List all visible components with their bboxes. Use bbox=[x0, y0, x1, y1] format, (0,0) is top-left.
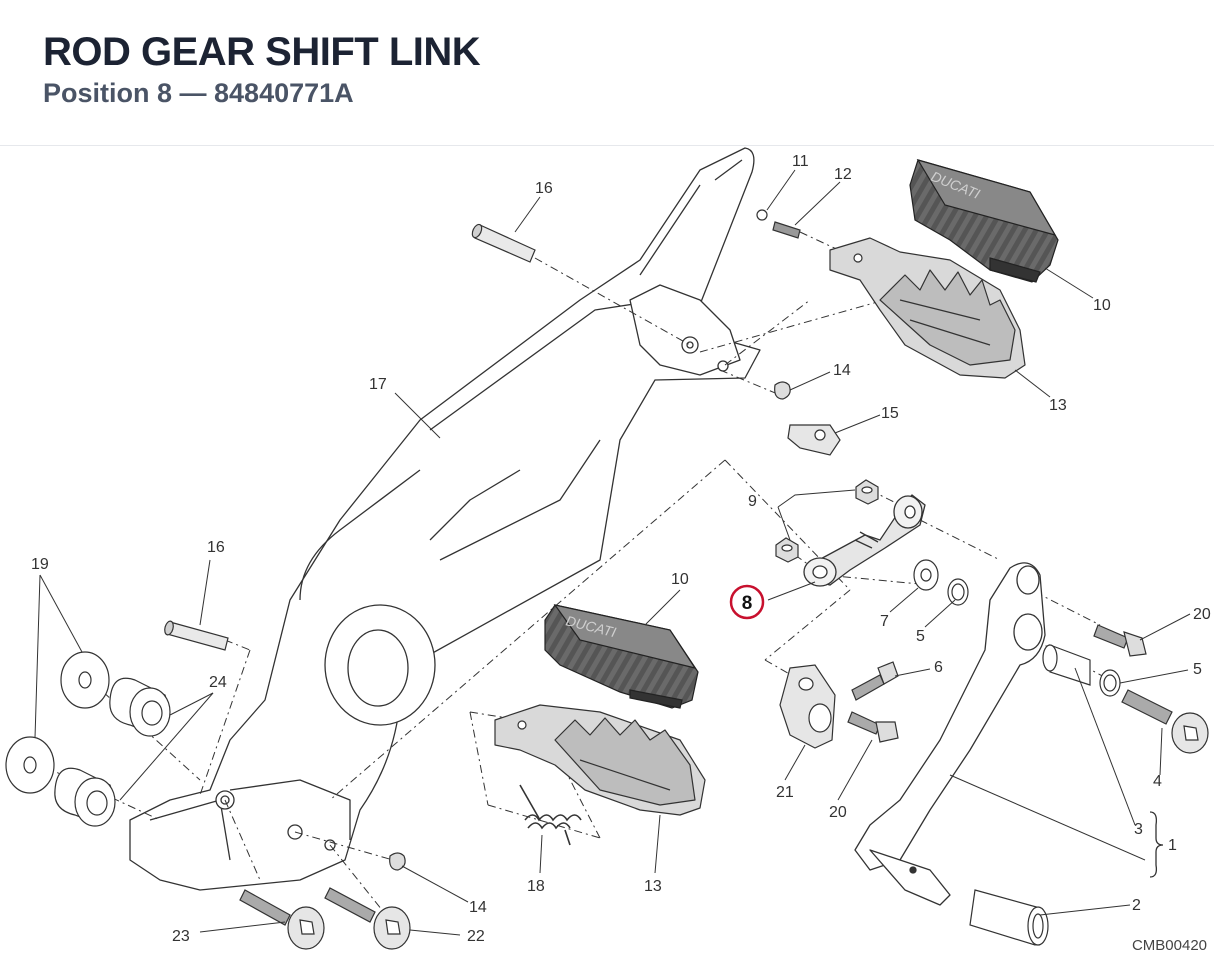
part-labels: 1 2 3 4 5 5 6 7 9 10 10 11 12 13 13 14 1… bbox=[31, 153, 1211, 945]
footpeg-rubber-lower: DUCATI bbox=[544, 604, 699, 709]
leader-lines bbox=[34, 169, 1191, 936]
label-12: 12 bbox=[834, 166, 852, 183]
footpeg-upper bbox=[829, 237, 1026, 379]
footpeg-lower bbox=[494, 704, 706, 816]
label-15: 15 bbox=[881, 405, 899, 422]
gear-lever bbox=[854, 562, 1046, 906]
label-14b: 14 bbox=[469, 899, 487, 916]
label-16b: 16 bbox=[207, 539, 225, 556]
assembly-lines bbox=[29, 231, 1111, 921]
label-7: 7 bbox=[880, 613, 889, 630]
header: ROD GEAR SHIFT LINK Position 8 — 8484077… bbox=[0, 0, 1214, 146]
label-24: 24 bbox=[209, 674, 227, 691]
spacers-left bbox=[5, 651, 171, 827]
label-20a: 20 bbox=[1193, 606, 1211, 623]
pin-upper bbox=[471, 223, 536, 263]
brace-1 bbox=[1149, 811, 1164, 878]
highlight-ring bbox=[729, 584, 765, 620]
bracket-21 bbox=[779, 664, 836, 749]
label-23: 23 bbox=[172, 928, 190, 945]
pin-lower bbox=[164, 620, 229, 651]
label-20b: 20 bbox=[829, 804, 847, 821]
label-22: 22 bbox=[467, 928, 485, 945]
page-subtitle: Position 8 — 84840771A bbox=[43, 78, 354, 108]
bush-2 bbox=[969, 889, 1049, 946]
label-2: 2 bbox=[1132, 897, 1141, 914]
label-10a: 10 bbox=[1093, 297, 1111, 314]
label-5a: 5 bbox=[916, 628, 925, 645]
small-parts-upper bbox=[756, 209, 841, 456]
label-13a: 13 bbox=[1049, 397, 1067, 414]
label-19: 19 bbox=[31, 556, 49, 573]
label-8: 8 bbox=[742, 593, 753, 614]
label-21: 21 bbox=[776, 784, 794, 801]
label-6: 6 bbox=[934, 659, 943, 676]
drawing-code: CMB00420 bbox=[1132, 937, 1207, 954]
label-14a: 14 bbox=[833, 362, 851, 379]
label-16a: 16 bbox=[535, 180, 553, 197]
bush-3 bbox=[1042, 644, 1091, 686]
label-18: 18 bbox=[527, 878, 545, 895]
nut-9 bbox=[775, 479, 879, 563]
frame-bracket bbox=[129, 147, 761, 891]
highlighted-position-8[interactable]: 8 bbox=[729, 584, 765, 620]
label-13b: 13 bbox=[644, 878, 662, 895]
rod-gear-shift-link bbox=[803, 494, 926, 587]
label-10b: 10 bbox=[671, 571, 689, 588]
label-11: 11 bbox=[792, 153, 809, 170]
label-1: 1 bbox=[1168, 837, 1177, 854]
spring bbox=[519, 784, 582, 846]
label-5b: 5 bbox=[1193, 661, 1202, 678]
bolts-middle bbox=[847, 661, 899, 743]
page-title: ROD GEAR SHIFT LINK bbox=[43, 30, 481, 74]
footpeg-rubber-upper: DUCATI bbox=[909, 159, 1059, 283]
label-4: 4 bbox=[1153, 773, 1162, 790]
bolts-bottom bbox=[239, 852, 411, 950]
washers bbox=[913, 559, 1121, 697]
bolts-right bbox=[1093, 624, 1209, 754]
label-17: 17 bbox=[369, 376, 387, 393]
label-3: 3 bbox=[1134, 821, 1143, 838]
label-9: 9 bbox=[748, 493, 757, 510]
